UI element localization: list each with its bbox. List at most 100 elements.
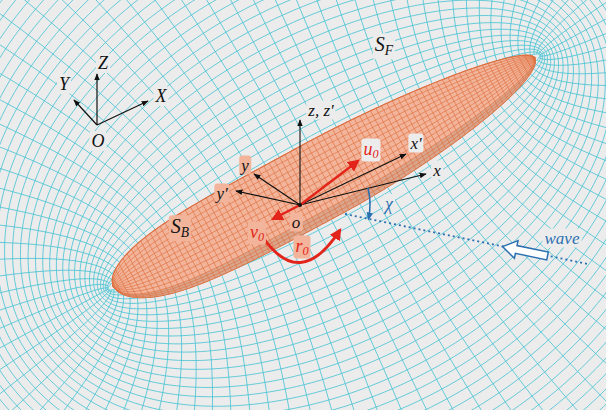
mesh-line <box>391 0 606 57</box>
hull-mesh-line <box>322 135 360 204</box>
mesh-line <box>0 280 351 410</box>
hull-mesh-line <box>454 75 480 123</box>
hull-mesh-line <box>113 57 553 319</box>
symbol-main: v <box>250 222 258 242</box>
mesh-line <box>0 0 316 158</box>
hull-mesh-line <box>113 57 538 291</box>
axis-line <box>299 120 300 205</box>
velocity-arrow <box>300 161 358 205</box>
symbol-subscript: 0 <box>372 147 378 161</box>
mesh-line <box>12 0 606 410</box>
figure-label: x <box>431 161 443 180</box>
figure-label: SF <box>373 33 395 59</box>
hull-mesh-line <box>145 237 175 292</box>
figure-label: y' <box>214 184 229 203</box>
hull-side <box>113 57 556 326</box>
hull-mesh-line <box>238 180 275 249</box>
figure-label: o <box>290 213 303 232</box>
symbol-main: r <box>295 236 302 256</box>
mesh-line <box>0 287 257 410</box>
mesh-line <box>0 237 108 410</box>
mesh-line <box>472 0 606 410</box>
mesh-line <box>0 0 247 301</box>
symbol-subscript: F <box>385 43 393 58</box>
mesh-line <box>450 0 606 410</box>
hull-mesh-line <box>465 71 489 115</box>
hull-mesh-line <box>248 175 285 244</box>
hull-mesh-line <box>150 233 181 290</box>
mesh-line <box>452 0 606 54</box>
mesh-line <box>0 0 140 410</box>
mesh-line <box>328 0 606 61</box>
hull-mesh-line <box>196 204 232 271</box>
hull-mesh-line <box>123 258 144 297</box>
figure-label: z, z' <box>306 101 335 120</box>
hull-mesh-line <box>113 57 543 301</box>
mesh-line <box>0 0 210 381</box>
symbol-subscript: 0 <box>258 230 264 244</box>
hull-mesh-line <box>113 57 540 296</box>
mesh-line <box>0 283 320 410</box>
hull-mesh-line <box>113 57 551 316</box>
figure-label: O <box>90 131 107 151</box>
origin-dot <box>298 203 302 207</box>
symbol-main: u <box>363 139 372 159</box>
yaw-rate-arrow <box>262 230 340 263</box>
hull-mesh-line <box>102 38 535 287</box>
hull-mesh-line <box>113 277 122 294</box>
figure-label: X <box>154 86 169 106</box>
symbol-subscript: 0 <box>302 244 308 258</box>
hull-mesh-line <box>191 207 227 273</box>
mesh-line <box>0 81 114 410</box>
mesh-line <box>0 0 302 187</box>
hull-mesh-line <box>506 58 521 85</box>
mesh-line <box>74 0 575 345</box>
axis-line <box>74 100 97 125</box>
mesh-line <box>374 99 606 410</box>
hull-mesh-line <box>420 89 451 145</box>
hull-mesh-line <box>211 195 248 263</box>
hull-mesh-line <box>376 108 411 172</box>
hull-mesh-line <box>525 55 533 70</box>
mesh-line <box>0 265 474 410</box>
hull-mesh-line <box>201 201 237 268</box>
mesh-line <box>174 0 606 79</box>
mesh-line <box>539 0 606 159</box>
mesh-line <box>88 0 606 95</box>
hull-mesh-line <box>403 96 435 156</box>
hull-mesh-line <box>110 53 535 287</box>
heading-angle-arc <box>368 188 370 219</box>
hull-mesh-line <box>113 57 555 322</box>
mesh-line <box>49 0 598 379</box>
hull-mesh-line <box>532 56 536 63</box>
